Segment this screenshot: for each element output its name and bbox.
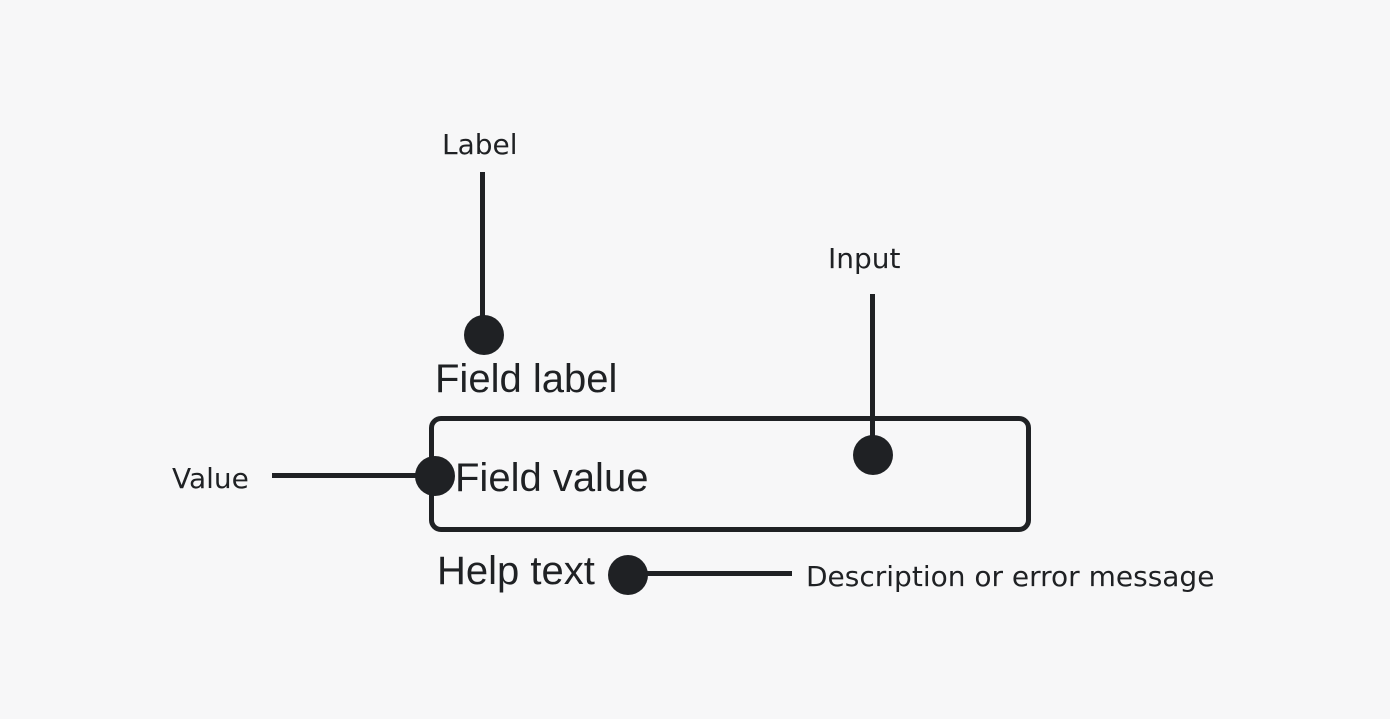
callout-input-text: Input bbox=[828, 242, 901, 275]
label-connector-line bbox=[480, 172, 485, 320]
callout-value-text: Value bbox=[172, 462, 249, 495]
input-connector-dot-icon bbox=[853, 435, 893, 475]
input-connector-line bbox=[870, 294, 875, 455]
callout-description-text: Description or error message bbox=[806, 560, 1215, 593]
value-connector-line bbox=[272, 473, 435, 478]
field-help-text: Help text bbox=[437, 549, 595, 593]
value-connector-dot-icon bbox=[415, 456, 455, 496]
field-value-text: Field value bbox=[455, 456, 649, 500]
help-connector-line bbox=[628, 571, 792, 576]
label-connector-dot-icon bbox=[464, 315, 504, 355]
field-label-text: Field label bbox=[435, 357, 618, 401]
callout-label-text: Label bbox=[442, 128, 518, 161]
